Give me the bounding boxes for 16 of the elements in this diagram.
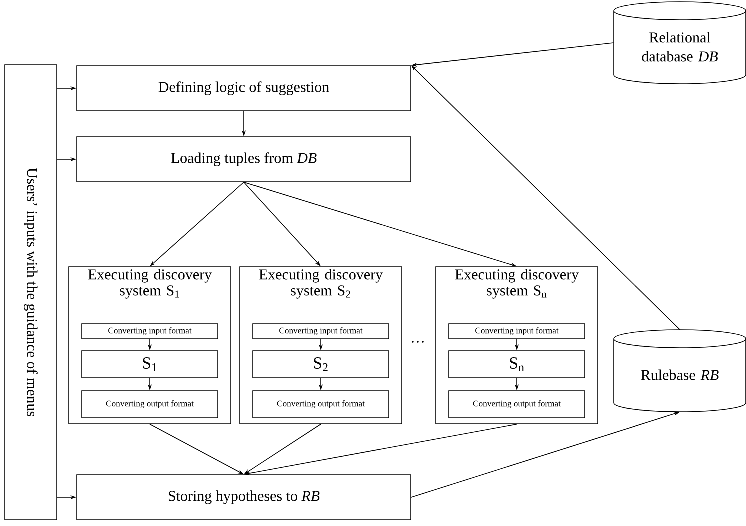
- step-box: Converting input format: [252, 324, 390, 340]
- ellipsis: …: [412, 341, 424, 343]
- database-cylinder: Relational database DB: [614, 2, 746, 84]
- system-box: S$_{1}$: [82, 350, 218, 378]
- system-box: S$_{n}$: [448, 350, 586, 378]
- step-box: Converting input format: [82, 324, 218, 340]
- step-box: Converting input format: [448, 324, 586, 340]
- system-box: S$_{2}$: [252, 350, 390, 378]
- step-box: Converting output format: [252, 390, 390, 418]
- sidebar-box: Users’ inputs with the guidance of menus: [4, 64, 58, 520]
- process-box: Storing hypotheses to RB: [76, 474, 412, 520]
- process-box: Loading tuples from DB: [76, 136, 412, 182]
- database-cylinder: Rulebase RB: [614, 330, 746, 412]
- process-box: Defining logic of suggestion: [76, 66, 412, 112]
- step-box: Converting output format: [82, 390, 218, 418]
- step-box: Converting output format: [448, 390, 586, 418]
